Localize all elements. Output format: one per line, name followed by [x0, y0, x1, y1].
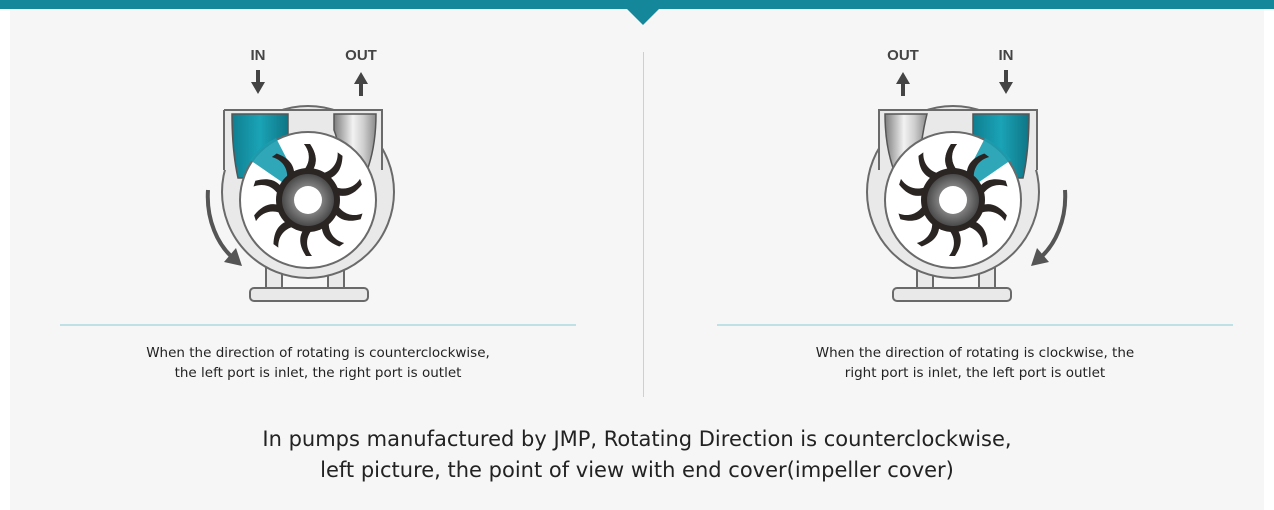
right-pump-diagram: OUT IN: [803, 20, 1103, 320]
right-caption: When the direction of rotating is clockw…: [715, 343, 1235, 383]
down-arrow-icon: [251, 70, 265, 94]
rotation-arrow-icon: [1031, 189, 1068, 266]
footer-note: In pumps manufactured by JMP, Rotating D…: [0, 424, 1274, 486]
top-notch-indicator: [626, 8, 660, 25]
right-in-label: IN: [999, 47, 1014, 64]
footer-line2: left picture, the point of view with end…: [320, 458, 954, 482]
top-accent-bar: [0, 0, 1274, 9]
content-panel: [10, 0, 1264, 510]
left-caption-line1: When the direction of rotating is counte…: [146, 345, 490, 361]
rotation-arrow-icon: [205, 189, 242, 266]
right-separator-line: [717, 324, 1233, 326]
right-out-label: OUT: [887, 47, 919, 64]
up-arrow-icon: [896, 72, 910, 96]
right-caption-line2: right port is inlet, the left port is ou…: [844, 365, 1106, 381]
left-pump-diagram: IN OUT: [158, 20, 458, 320]
left-in-label: IN: [251, 47, 266, 64]
left-separator-line: [60, 324, 576, 326]
left-caption: When the direction of rotating is counte…: [58, 343, 578, 383]
up-arrow-icon: [354, 72, 368, 96]
left-caption-line2: the left port is inlet, the right port i…: [174, 365, 462, 381]
vertical-divider: [643, 52, 644, 397]
footer-line1: In pumps manufactured by JMP, Rotating D…: [262, 427, 1012, 451]
right-caption-line1: When the direction of rotating is clockw…: [815, 345, 1135, 361]
down-arrow-icon: [999, 70, 1013, 94]
left-out-label: OUT: [345, 47, 377, 64]
